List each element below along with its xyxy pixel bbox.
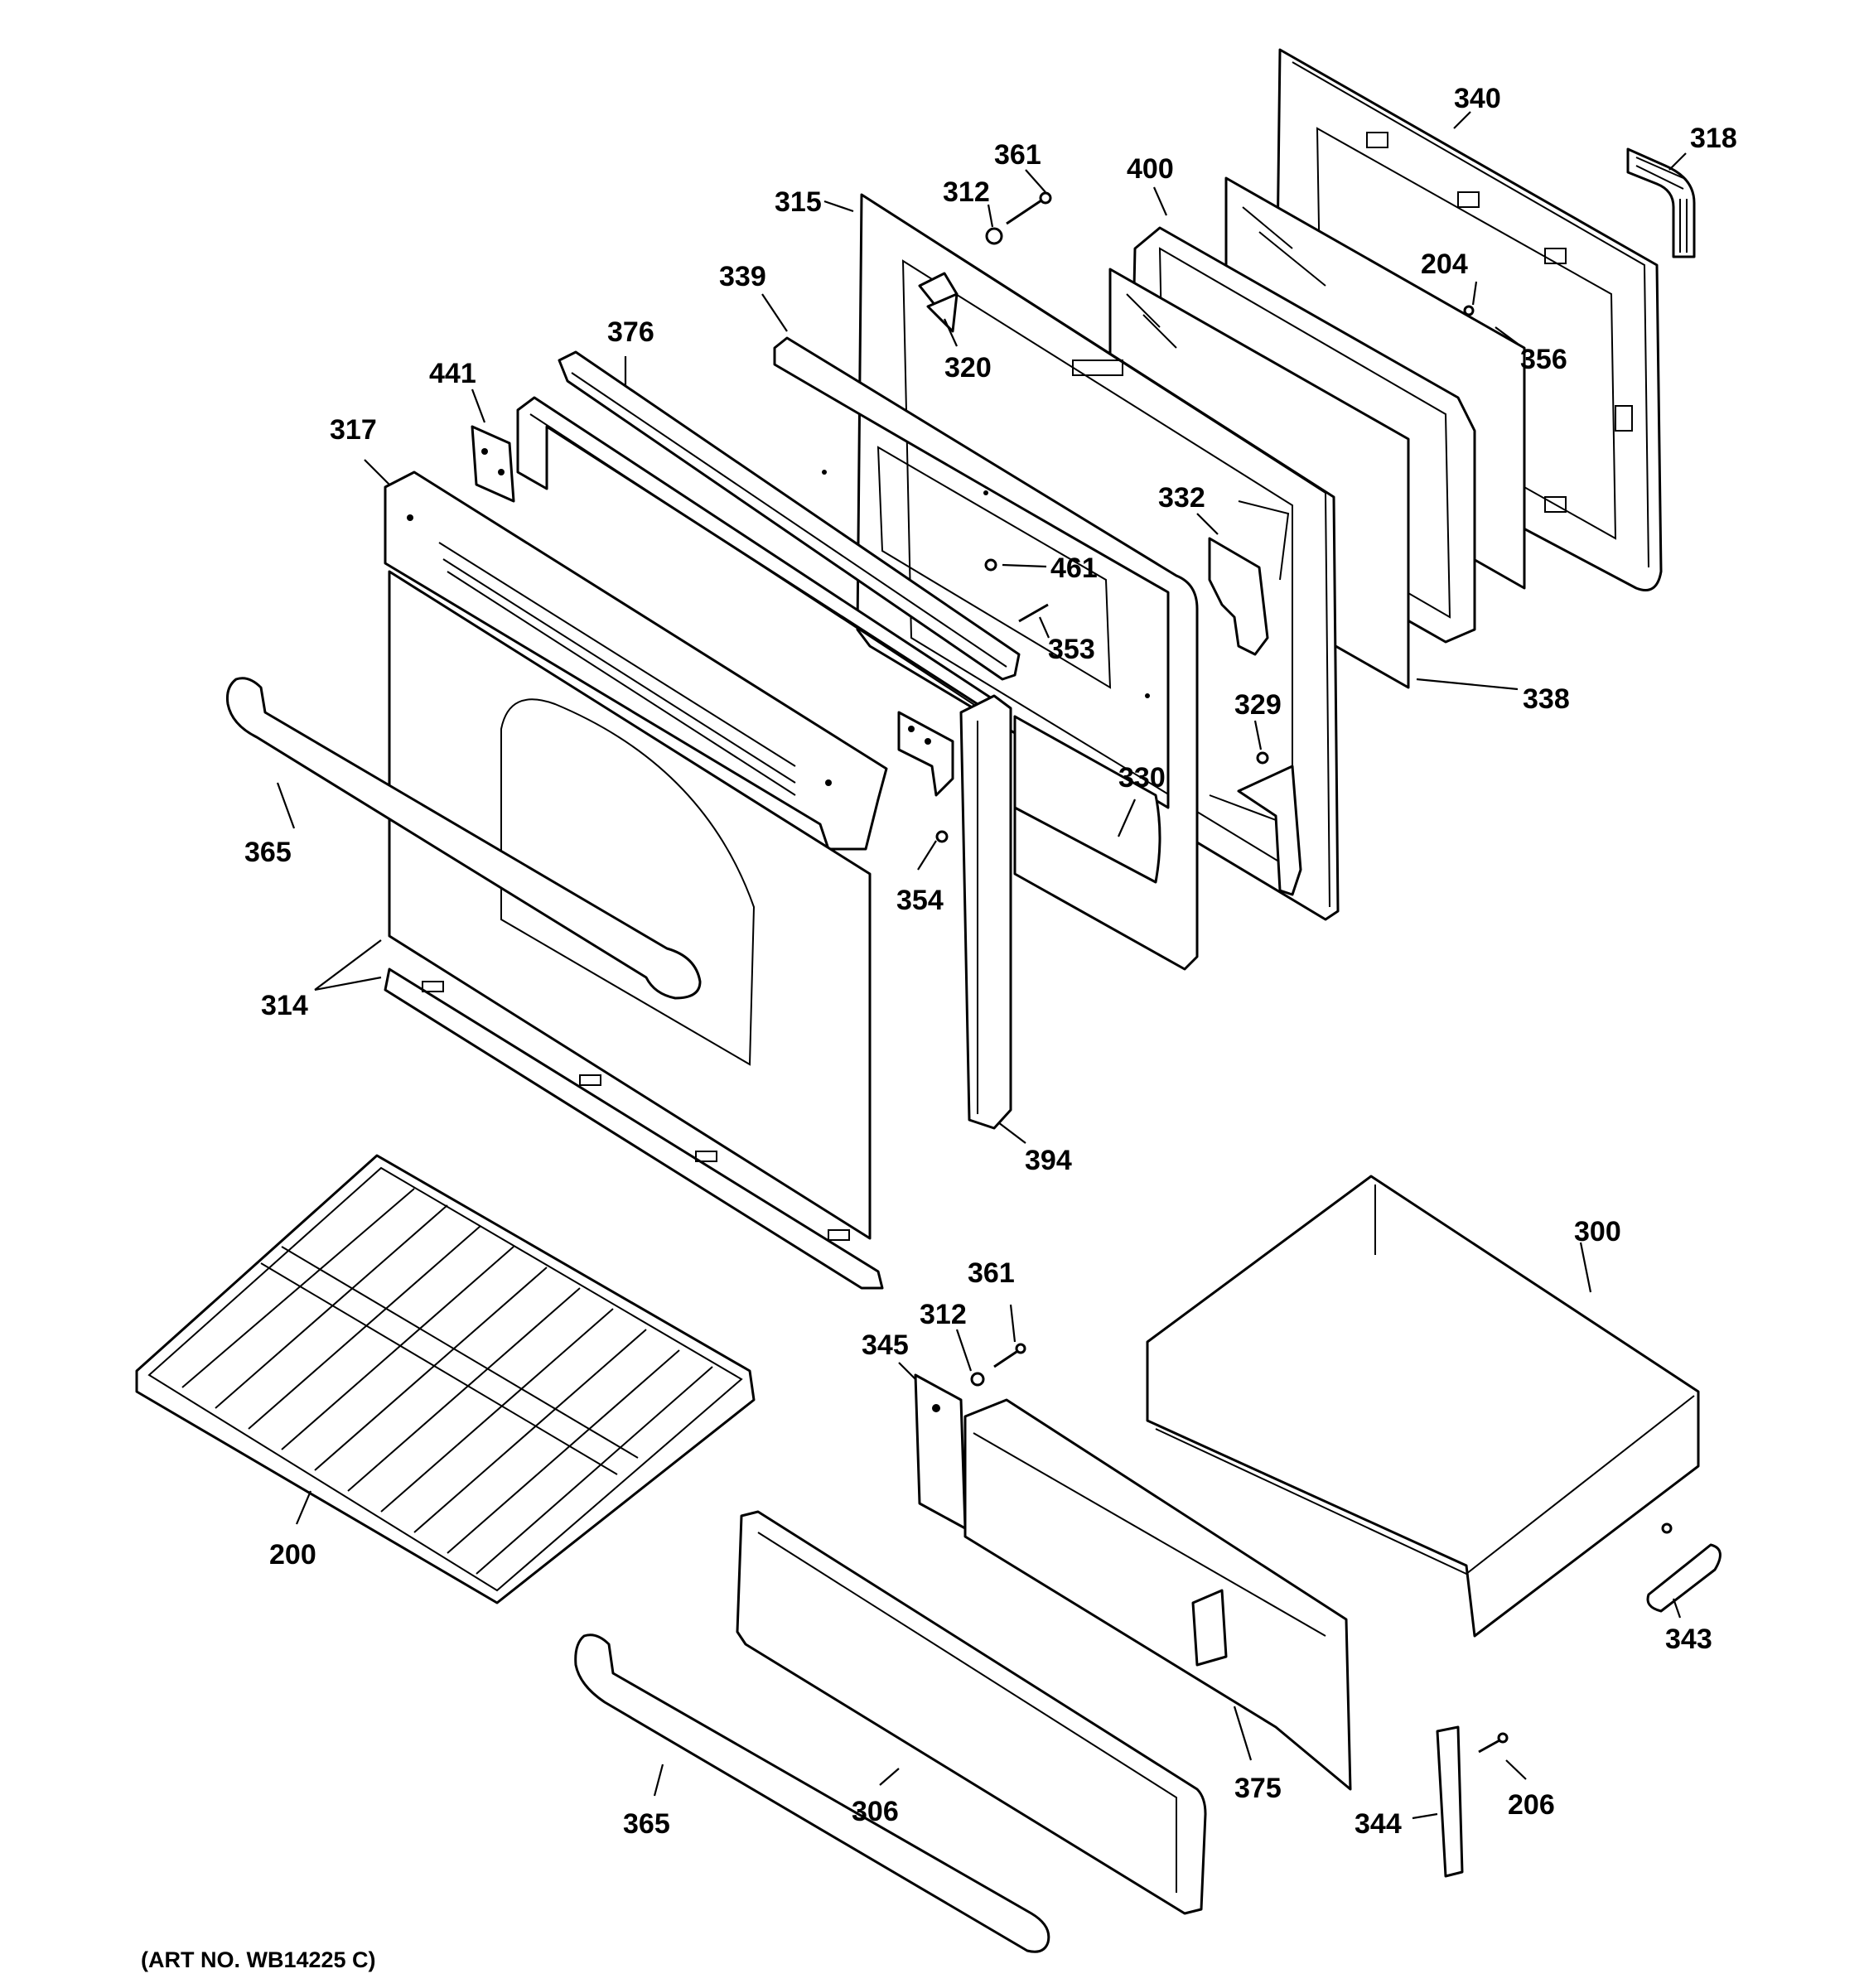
label-317: 317 [330,414,377,446]
label-354: 354 [896,885,944,916]
label-375: 375 [1234,1773,1282,1804]
part-300-drawer-box [1146,1175,1700,1638]
label-441: 441 [429,358,476,389]
label-340: 340 [1454,83,1501,114]
label-330: 330 [1118,762,1166,794]
part-314-bottom-trim [384,967,884,1290]
label-344: 344 [1355,1808,1402,1840]
label-461: 461 [1050,552,1098,584]
label-356: 356 [1520,344,1567,375]
label-365-upper: 365 [244,837,292,868]
part-345-drawer-frame [914,1373,967,1530]
part-labels: 340 318 361 312 315 400 204 356 339 320 … [244,83,1737,1840]
screws [935,191,1673,1754]
label-200: 200 [269,1539,316,1571]
part-365-drawer-handle [574,1633,1050,1953]
leader-lines [276,111,1687,1820]
part-365-door-handle [226,677,702,1000]
part-394-side-rail [959,694,1012,1130]
label-400: 400 [1127,153,1174,185]
art-number: (ART NO. WB14225 C) [141,1947,376,1972]
label-376: 376 [607,316,654,348]
part-332-hinge-block [1208,500,1290,656]
part-441-bracket [471,425,515,503]
part-343-glide [1646,1543,1722,1613]
part-329-hinge [1209,765,1302,896]
part-317-vent-panel [384,470,888,851]
part-320-hinge [918,272,959,333]
label-345: 345 [862,1329,909,1361]
part-318-seal [1626,147,1696,258]
part-306-drawer-front [736,1510,1207,1915]
label-315: 315 [775,186,822,218]
label-394: 394 [1025,1145,1072,1176]
part-375-drawer-slide [963,1398,1352,1791]
label-312: 312 [943,176,990,208]
label-206: 206 [1508,1789,1555,1821]
label-320: 320 [944,352,992,384]
part-200-oven-rack [135,1154,756,1604]
part-330-panel [1013,715,1161,884]
label-318: 318 [1690,123,1737,154]
label-329: 329 [1234,689,1282,721]
label-365-lower: 365 [623,1808,670,1840]
label-312-lower: 312 [920,1299,967,1330]
part-side-bracket [897,711,954,797]
label-204: 204 [1421,248,1468,280]
label-332: 332 [1158,482,1205,514]
label-343: 343 [1665,1624,1712,1655]
label-338: 338 [1523,683,1570,715]
part-344-rail [1436,1725,1464,1878]
label-339: 339 [719,261,766,292]
label-361: 361 [994,139,1041,171]
label-314: 314 [261,990,308,1021]
label-306: 306 [852,1796,899,1827]
label-353: 353 [1048,634,1095,665]
label-361-lower: 361 [968,1257,1015,1289]
label-300: 300 [1574,1216,1621,1247]
part-376-channel [558,350,1021,681]
